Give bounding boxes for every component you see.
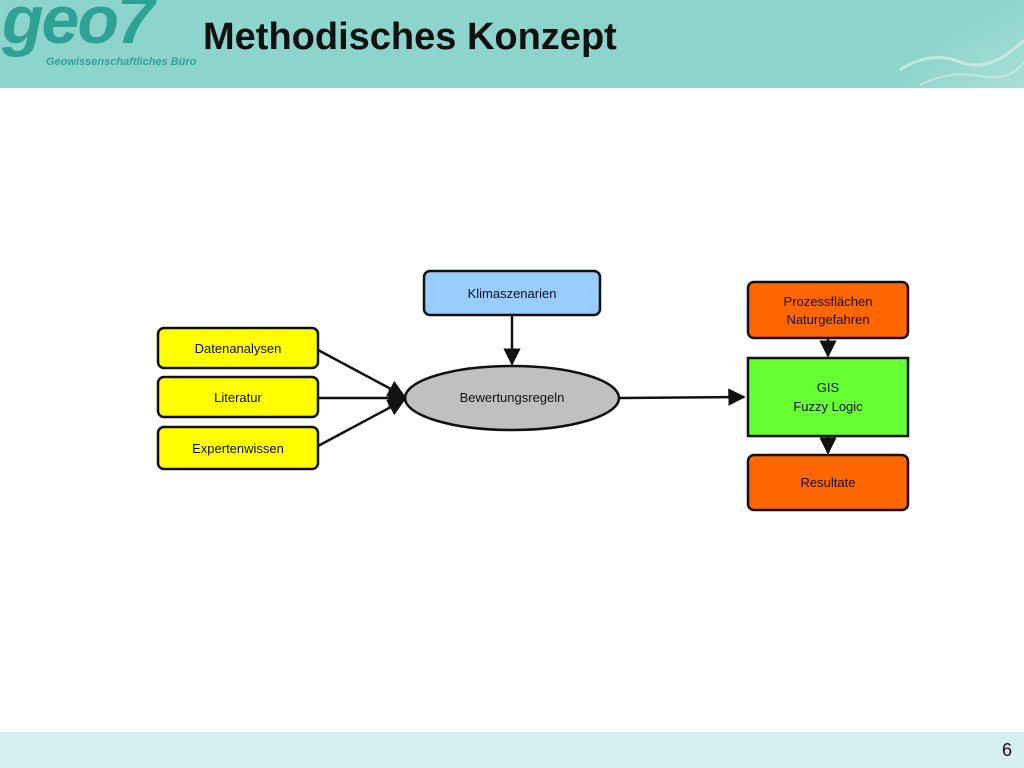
node-label: Literatur (214, 390, 262, 405)
logo-wordmark: geo7 (2, 0, 155, 58)
arrow-datenanalysen-to-bewertung (317, 348, 406, 398)
node-label: Klimaszenarien (468, 286, 557, 301)
footer-bar: 6 (0, 732, 1024, 768)
logo-subtitle: Geowissenschaftliches Büro (46, 56, 197, 68)
node-label-line2: Fuzzy Logic (793, 399, 863, 414)
node-label-line1: Prozessflächen (784, 294, 873, 309)
node-prozessflaechen: Prozessflächen Naturgefahren (746, 280, 910, 340)
node-label: Expertenwissen (192, 441, 284, 456)
page-number: 6 (1001, 740, 1012, 760)
header-bar: geo7 Geowissenschaftliches Büro Methodis… (0, 0, 1024, 88)
node-label: Resultate (801, 475, 856, 490)
geo7-logo: geo7 Geowissenschaftliches Büro (2, 0, 202, 80)
globe-graphic (893, 0, 1024, 88)
arrow-expertenwissen-to-bewertung (317, 398, 406, 448)
slide-title: Methodisches Konzept (203, 16, 617, 58)
node-label-line2: Naturgefahren (786, 312, 869, 327)
node-label-line1: GIS (817, 380, 840, 395)
node-bewertungsregeln: Bewertungsregeln (403, 364, 621, 432)
node-datenanalysen: Datenanalysen (156, 326, 320, 370)
node-resultate: Resultate (746, 453, 910, 512)
node-gis-fuzzy-logic: GIS Fuzzy Logic (746, 356, 910, 438)
node-literatur: Literatur (156, 375, 320, 419)
node-klimaszenarien: Klimaszenarien (422, 269, 602, 317)
node-expertenwissen: Expertenwissen (156, 425, 320, 471)
arrow-bewertung-to-gis (619, 388, 746, 406)
node-label: Bewertungsregeln (460, 390, 565, 405)
node-label: Datenanalysen (195, 341, 282, 356)
